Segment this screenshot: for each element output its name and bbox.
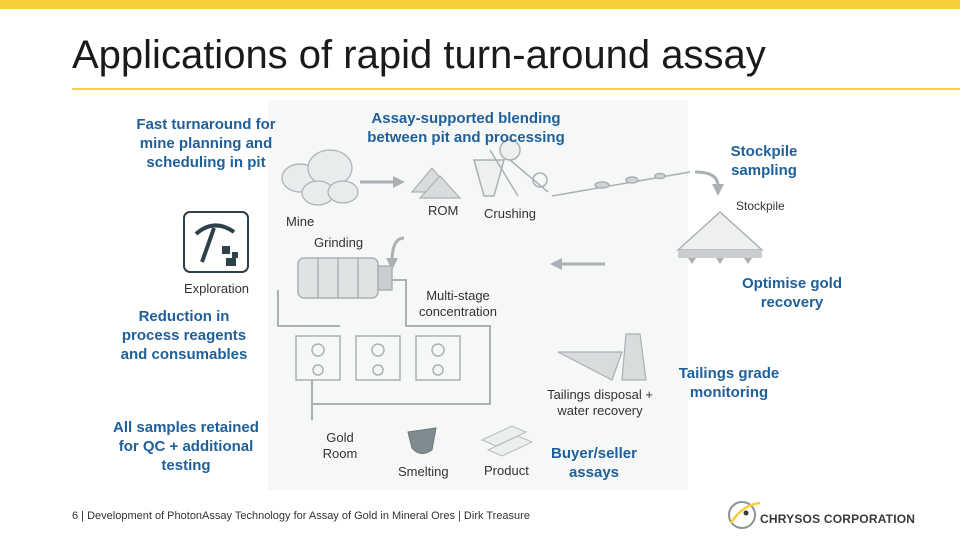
grinding-label: Grinding: [314, 235, 364, 250]
benefit-mine-planning: Fast turnaround for mine planning and sc…: [136, 116, 276, 171]
arrow-to-stockpile: [694, 170, 724, 196]
top-accent-bar: [0, 0, 960, 9]
benefit-tailings-grade: Tailings grade monitoring: [678, 365, 780, 401]
smelting-crucible-icon: [407, 427, 437, 454]
stockpile-label: Stockpile: [736, 199, 785, 213]
gold-room-label: Gold Room: [322, 430, 358, 461]
product-bars-icon: [480, 425, 534, 457]
benefit-stockpile-sampling: Stockpile sampling: [730, 143, 798, 179]
arrow-stockpile-to-grinding: [550, 258, 605, 270]
logo-text: CHRYSOS CORPORATION: [760, 512, 916, 526]
title-underline: [72, 88, 960, 90]
exploration-label: Exploration: [184, 281, 250, 296]
stockpile-icon: [676, 210, 764, 264]
tailings-disposal-label: Tailings disposal + water recovery: [547, 387, 653, 418]
slide-title: Applications of rapid turn-around assay: [72, 33, 766, 77]
boulders-icon: [281, 149, 359, 206]
tailings-icon: [557, 333, 647, 381]
arrow-mine-to-rom: [360, 176, 405, 188]
multistage-concentration-label: Multi-stage concentration: [418, 288, 498, 319]
smelting-label: Smelting: [398, 464, 449, 479]
rom-label: ROM: [428, 203, 459, 218]
product-label: Product: [484, 463, 529, 478]
benefit-buyer-seller: Buyer/seller assays: [551, 445, 637, 481]
benefit-blending: Assay-supported blending between pit and…: [367, 110, 565, 146]
grinding-mill-icon: [297, 257, 393, 299]
pickaxe-icon: [183, 211, 249, 273]
benefit-qc-retained: All samples retained for QC + additional…: [113, 419, 259, 474]
crusher-icon: [473, 139, 549, 197]
rom-pile-icon: [410, 167, 462, 199]
benefit-reduction-reagents: Reduction in process reagents and consum…: [120, 308, 248, 363]
slide-footer: 6 | Development of PhotonAssay Technolog…: [72, 510, 530, 522]
crushing-label: Crushing: [484, 206, 537, 221]
chrysos-logo-icon: [728, 501, 761, 529]
conveyor-icon: [551, 171, 691, 197]
arrow-into-mill: [386, 236, 405, 270]
benefit-optimise-recovery: Optimise gold recovery: [741, 275, 842, 311]
concentration-tanks-icon: [295, 335, 461, 381]
mine-label: Mine: [286, 214, 315, 229]
